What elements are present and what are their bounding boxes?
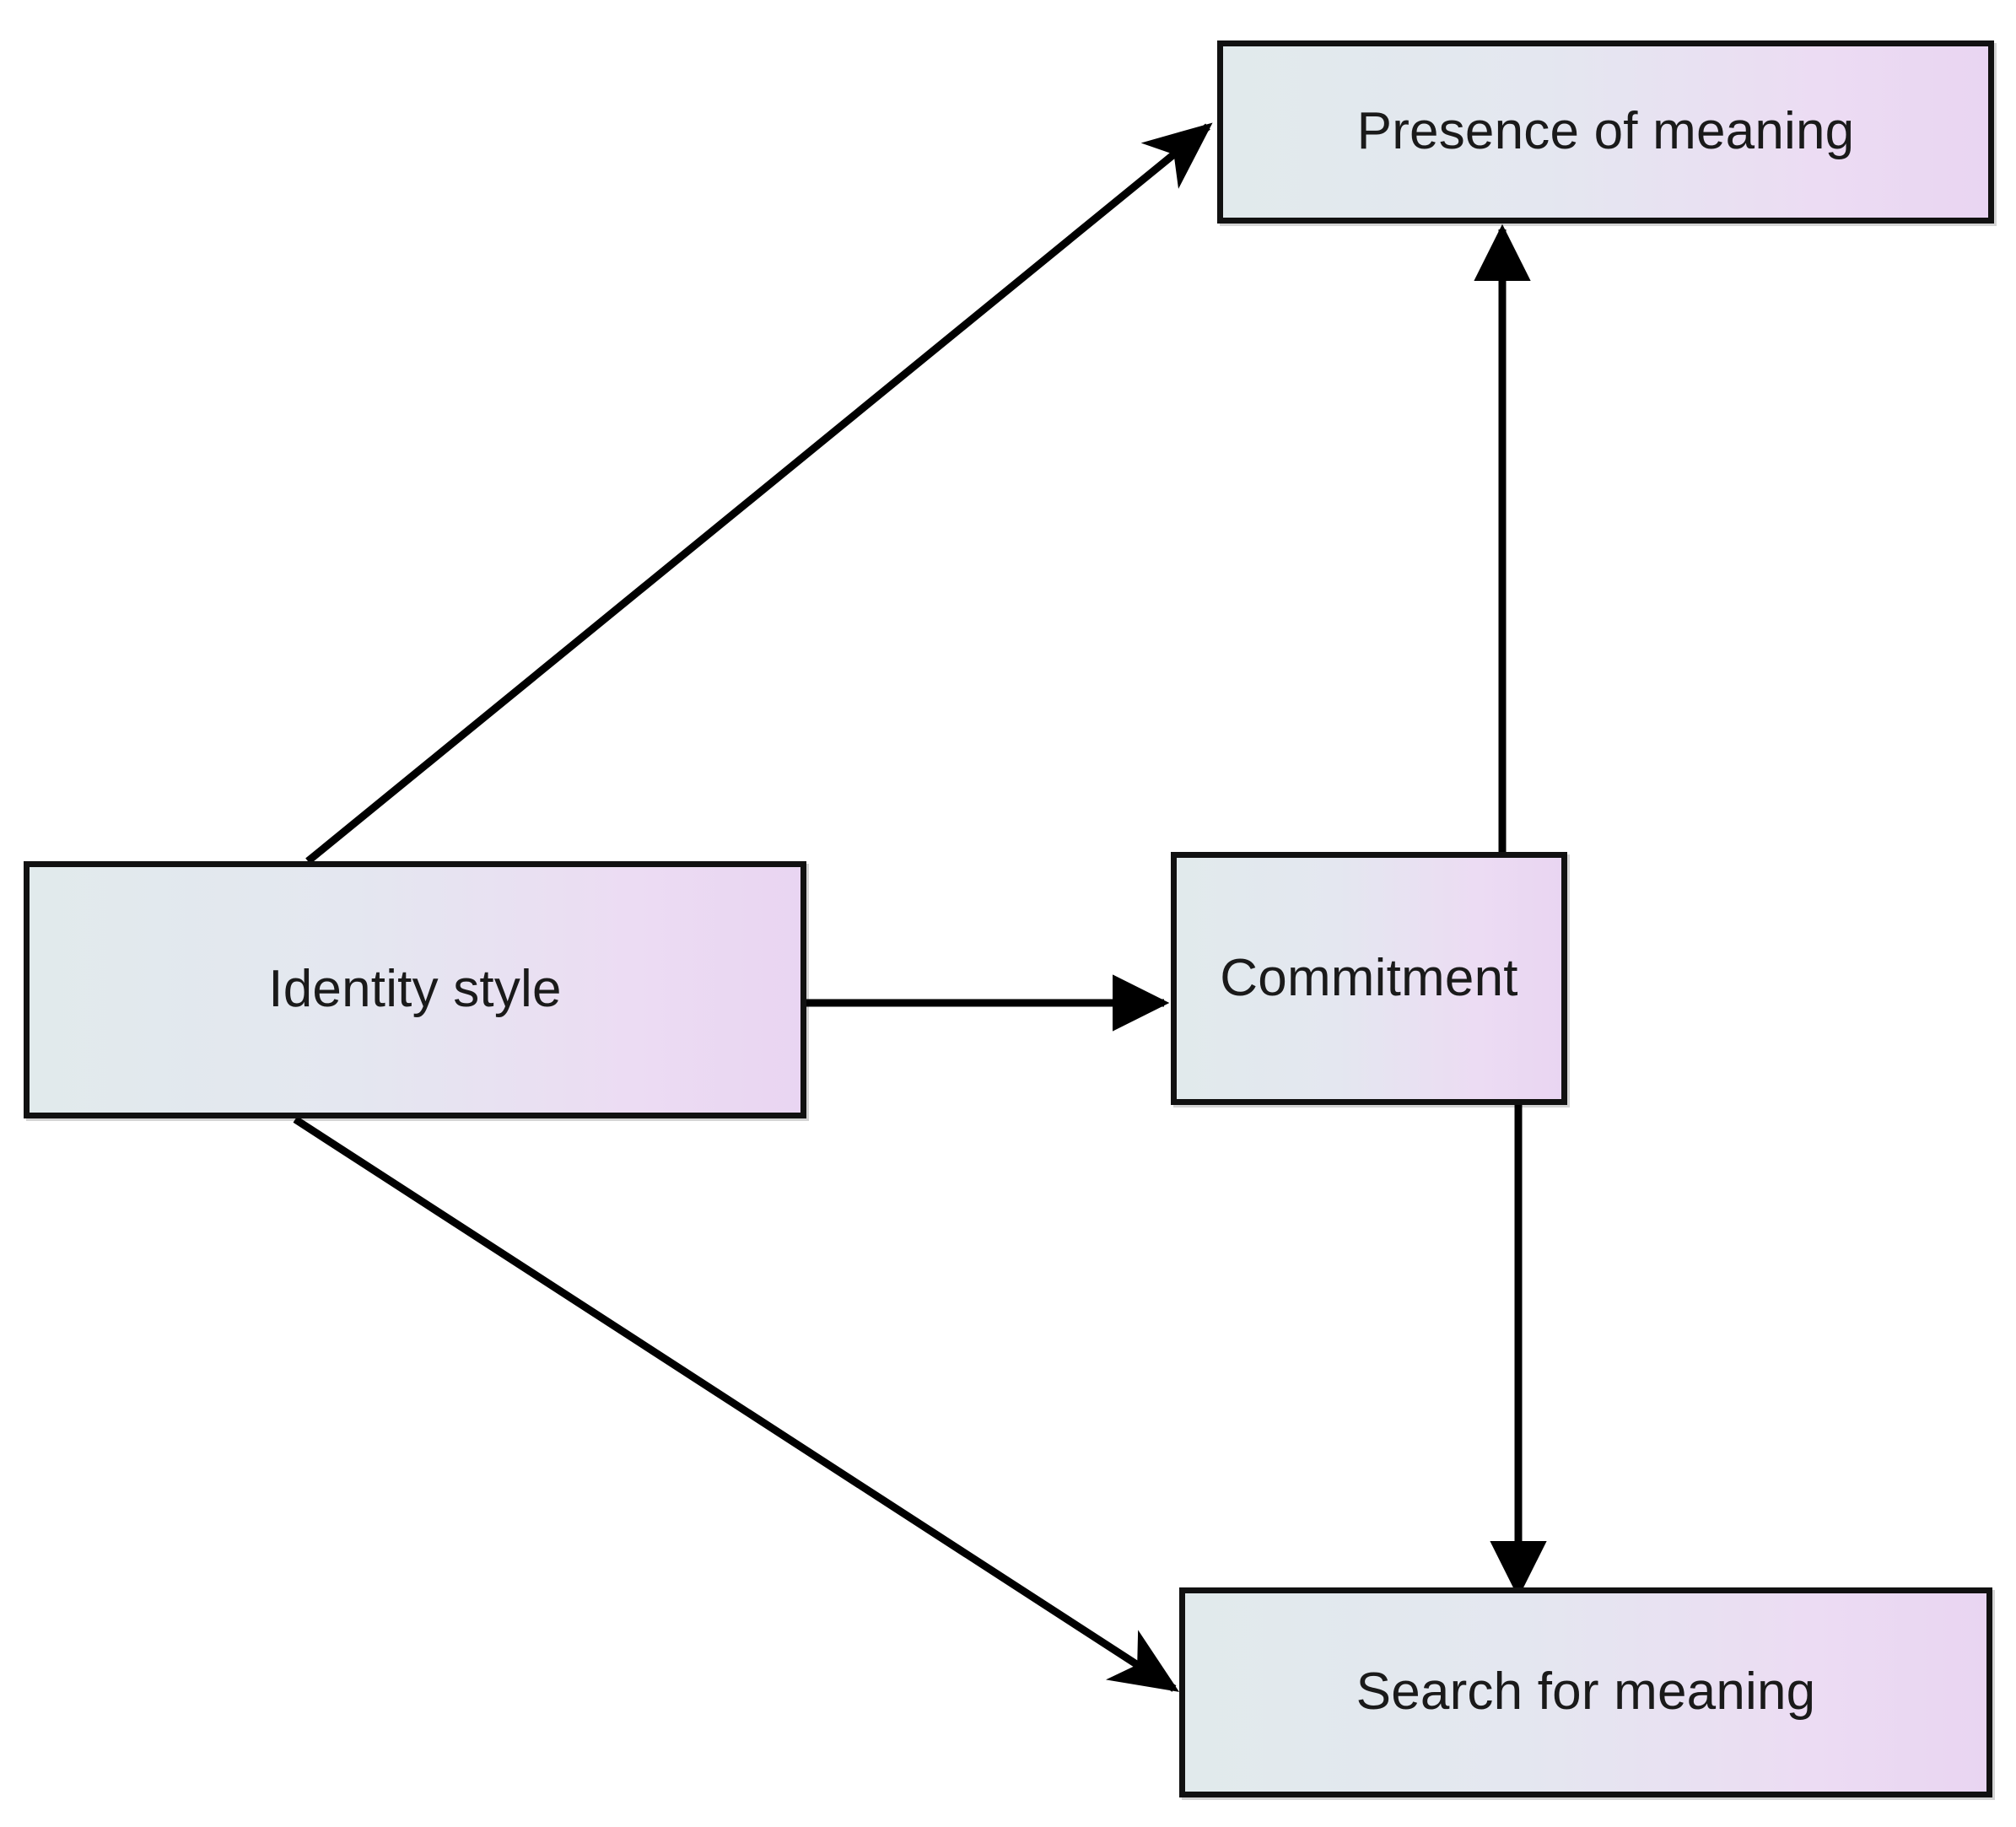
- node-label-identity-style: Identity style: [268, 960, 562, 1019]
- node-label-search-for-meaning: Search for meaning: [1356, 1663, 1816, 1722]
- node-identity-style[interactable]: Identity style: [24, 861, 806, 1118]
- node-label-commitment: Commitment: [1220, 948, 1518, 1007]
- node-label-presence-of-meaning: Presence of meaning: [1356, 102, 1855, 161]
- edge-identity-to-presence: [305, 122, 1213, 865]
- edge-identity-to-search: [293, 1116, 1180, 1692]
- node-commitment[interactable]: Commitment: [1171, 852, 1567, 1105]
- node-search-for-meaning[interactable]: Search for meaning: [1179, 1587, 1992, 1797]
- node-presence-of-meaning[interactable]: Presence of meaning: [1217, 40, 1994, 224]
